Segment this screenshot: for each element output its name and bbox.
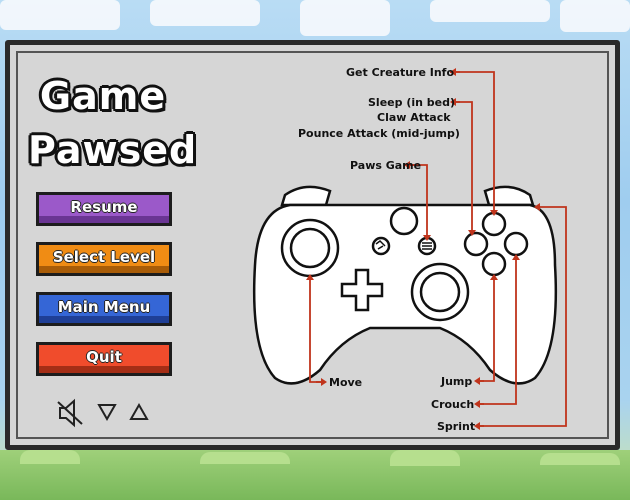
grass-ground (0, 450, 630, 500)
label-jump: Jump (441, 375, 473, 388)
label-claw-attack: Claw Attack (377, 111, 451, 124)
resume-button[interactable]: Resume (36, 192, 172, 226)
volume-up-icon[interactable] (129, 402, 149, 420)
quit-button[interactable]: Quit (36, 342, 172, 376)
label-sleep: Sleep (in bed) (368, 96, 456, 109)
volume-down-icon[interactable] (97, 404, 117, 422)
main-menu-button[interactable]: Main Menu (36, 292, 172, 326)
title-game: Game (39, 74, 167, 118)
mute-icon[interactable] (57, 398, 83, 428)
label-get-creature-info: Get Creature Info (346, 66, 455, 79)
label-crouch: Crouch (431, 398, 475, 411)
label-move: Move (329, 376, 363, 389)
label-sprint: Sprint (437, 420, 476, 433)
label-paws-game: Paws Game (350, 159, 422, 172)
select-level-button[interactable]: Select Level (36, 242, 172, 276)
title-pawsed: Pawsed (28, 128, 198, 172)
gamepad-icon (252, 185, 558, 385)
label-pounce-attack: Pounce Attack (mid-jump) (298, 127, 460, 140)
